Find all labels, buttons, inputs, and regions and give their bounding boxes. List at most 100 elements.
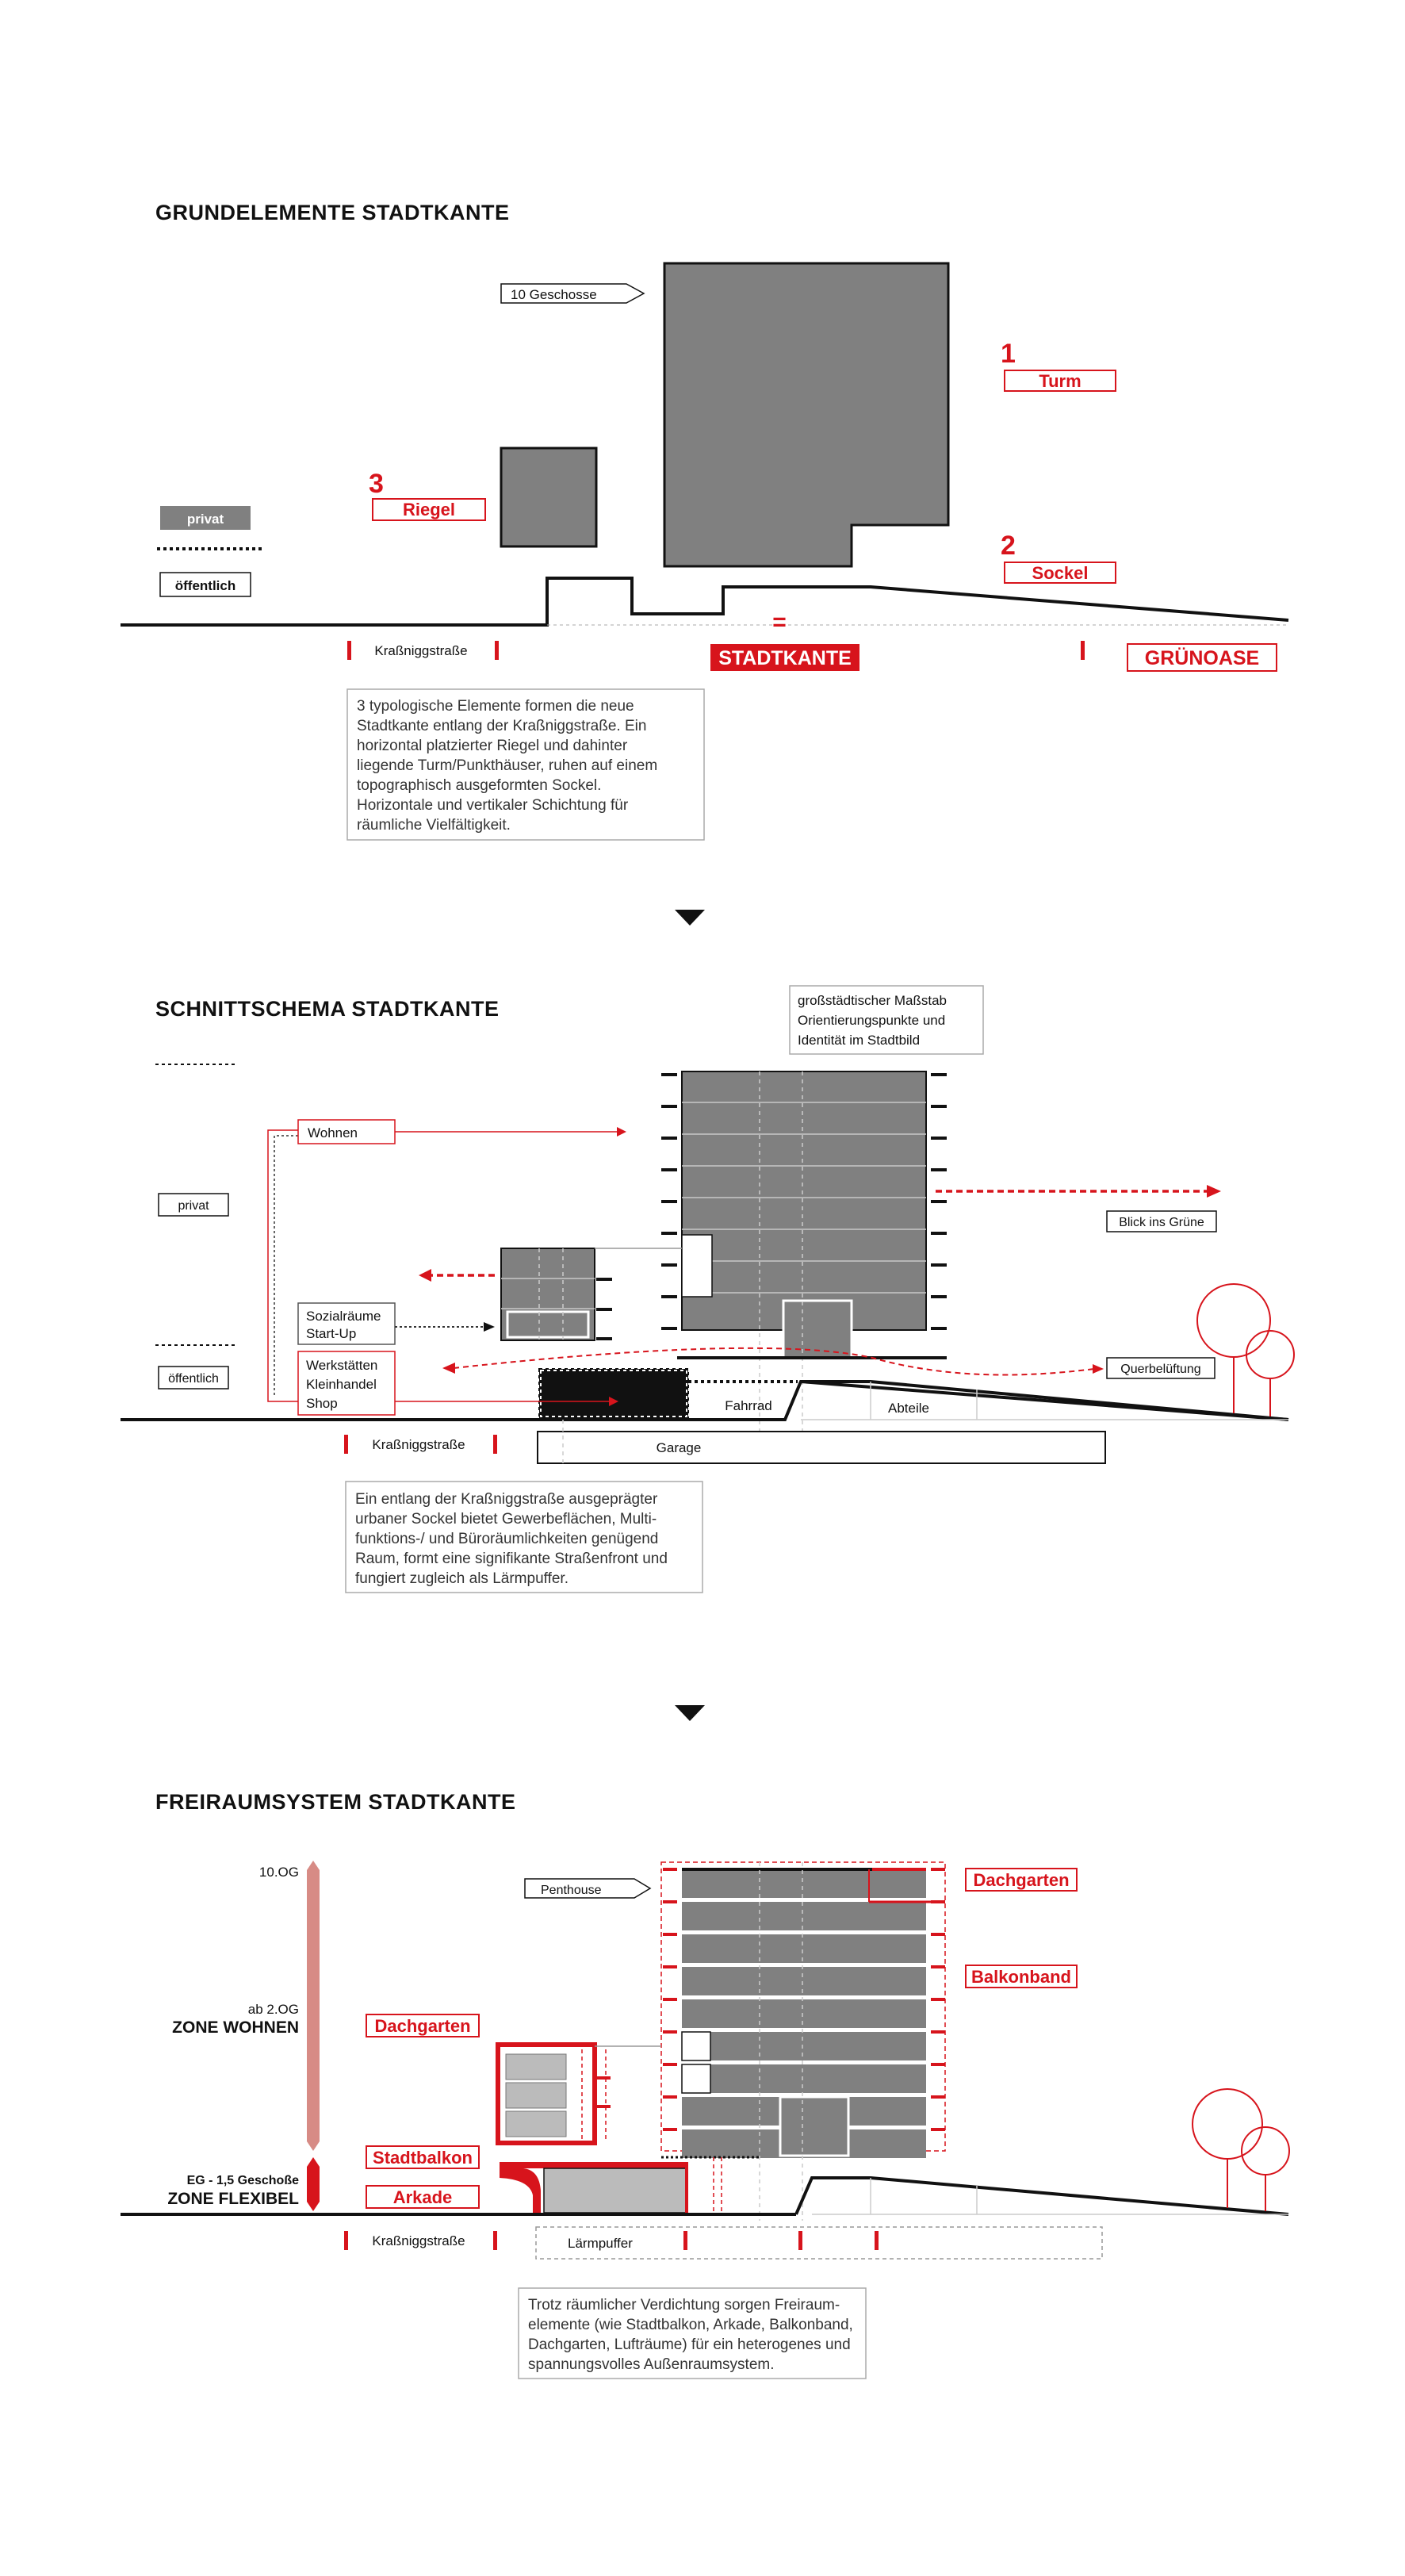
description-1-line-3: horizontal platzierter Riegel und dahint… [357,738,628,754]
tree-large-icon [1196,1283,1271,1358]
description-1-line-7: räumliche Vielfältigkeit. [357,817,511,834]
arkade-box [366,2185,480,2209]
section-grundelemente: GRUNDELEMENTE STADTKANTE 10 Geschosse 1 … [121,201,1289,841]
massstab-line-1: großstädtischer Maßstab [798,993,947,1008]
garage-box [537,1431,1106,1464]
riegel-floor-1 [505,2053,567,2080]
tree-large-3-icon [1192,2088,1263,2160]
werkstaetten-box [297,1351,396,1416]
tree-small-icon [1246,1330,1295,1379]
werkstaetten-arrow-icon [609,1397,618,1406]
balkonband-label: Balkonband [971,1967,1071,1987]
eg-label: EG - 1,5 Geschoße [187,2174,299,2187]
number-1: 1 [1001,339,1016,369]
riegel-floor-2 [505,2082,567,2109]
abteile-label: Abteile [888,1401,929,1416]
privat-legend [160,506,251,530]
tower-section [681,1071,927,1331]
tower-balcony-ticks-right [931,1073,947,1330]
zone-wohnen-label: ZONE WOHNEN [172,2018,299,2037]
querlueftung-arrow-left-icon [442,1363,455,1374]
number-2: 2 [1001,531,1016,561]
dachgarten-left-box [366,2014,480,2037]
description-2-line-3: funktions-/ und Büroräumlichkeiten genüg… [355,1531,658,1547]
strasse-label: Kraßniggstraße [374,643,467,658]
laermpuffer-red-markers [683,2231,879,2250]
street-marker-right [495,641,499,660]
sockel-volume [543,2168,687,2214]
red-bracket [267,1129,298,1402]
sockel-label: Sockel [1032,563,1089,583]
slope-line-2 [800,1380,1289,1421]
tower-core-box-3 [779,2095,850,2157]
privat-box-2 [158,1193,229,1217]
arrow-down-1-icon [675,910,705,926]
fahrrad-label: Fahrrad [725,1398,772,1413]
description-2-line-1: Ein entlang der Kraßniggstraße ausgepräg… [355,1491,658,1508]
wohnen-label: Wohnen [308,1125,358,1140]
description-1-line-4: liegende Turm/Punkthäuser, ruhen auf ein… [357,757,657,774]
section-freiraumsystem: FREIRAUMSYSTEM STADTKANTE 10.OG ab 2.OG … [121,1790,1290,2379]
geschosse-tag [500,283,645,304]
luftraum-1 [681,2031,711,2061]
dachgarten-right-label: Dachgarten [973,1870,1069,1890]
description-box-1 [346,688,705,841]
riegel-red-ticks [596,2076,611,2108]
penthouse-label: Penthouse [541,1884,602,1897]
privat-label: privat [187,512,224,527]
massstab-box [789,985,984,1055]
zone-flexibel-bar [307,2157,320,2211]
stadtbalkon-label: Stadtbalkon [373,2148,473,2168]
ab2og-label: ab 2.OG [248,2002,299,2017]
blick-arrow-icon [1207,1185,1221,1198]
description-1-line-6: Horizontale und vertikaler Schichtung fü… [357,797,629,814]
equals-sign: = [772,609,787,635]
wohnen-arrow-icon [617,1127,626,1137]
ground-line-2-right [539,1380,1289,1421]
street-marker-right-2 [493,1435,497,1454]
section-schnittschema: SCHNITTSCHEMA STADTKANTE großstädtischer… [121,985,1295,1593]
riegel-balcony-ticks [596,1278,612,1340]
stadtbalkon-box [366,2145,480,2169]
description-2-line-5: fungiert zugleich als Lärmpuffer. [355,1570,569,1587]
sozialraeume-arrow-icon [484,1322,495,1332]
penthouse-tag [524,1878,652,1899]
dotted-bracket [274,1135,298,1396]
arrow-down-2-icon [675,1705,705,1721]
querlueftung-curve [453,1347,1095,1376]
heading-schnittschema: SCHNITTSCHEMA STADTKANTE [155,997,499,1021]
sockel-shop [538,1368,689,1419]
werkstaetten-label-2: Kleinhandel [306,1377,377,1392]
werkstaetten-label-1: Werkstätten [306,1358,377,1373]
blick-box [1106,1210,1217,1232]
oeffentlich-label-2: öffentlich [168,1372,219,1386]
sozialraeume-label-1: Sozialräume [306,1309,381,1324]
blick-label: Blick ins Grüne [1119,1216,1204,1229]
riegel-label: Riegel [403,500,455,519]
street-marker-right-3 [493,2231,497,2250]
privat-label-2: privat [178,1199,209,1213]
dachgarten-left-label: Dachgarten [374,2016,470,2036]
riegel-floor-3 [505,2110,567,2137]
zone-wohnen-bar [307,1861,320,2151]
number-3: 3 [369,469,384,499]
geschosse-label: 10 Geschosse [511,287,597,302]
heading-grundelemente: GRUNDELEMENTE STADTKANTE [155,201,510,224]
massstab-line-3: Identität im Stadtbild [798,1033,920,1048]
oeffentlich-box-2 [158,1366,229,1390]
description-3-line-3: Dachgarten, Lufträume) für ein heterogen… [528,2336,851,2353]
tower-floors [682,1869,926,2158]
laermpuffer-label: Lärmpuffer [568,2236,633,2251]
street-marker-left [347,641,351,660]
gruenoase-badge [1127,643,1277,672]
riegel-view-arrow-icon [419,1269,431,1282]
description-3-line-2: elemente (wie Stadtbalkon, Arkade, Balko… [528,2317,853,2333]
strasse-label-3: Kraßniggstraße [372,2233,465,2248]
description-2-line-2: urbaner Sockel bietet Gewerbeflächen, Mu… [355,1511,657,1528]
turm-label: Turm [1039,371,1081,391]
stadtbalkon-slab [500,2162,687,2168]
strasse-label-2: Kraßniggstraße [372,1437,465,1452]
querlueftung-box [1106,1357,1215,1379]
arkade-label: Arkade [393,2187,453,2207]
